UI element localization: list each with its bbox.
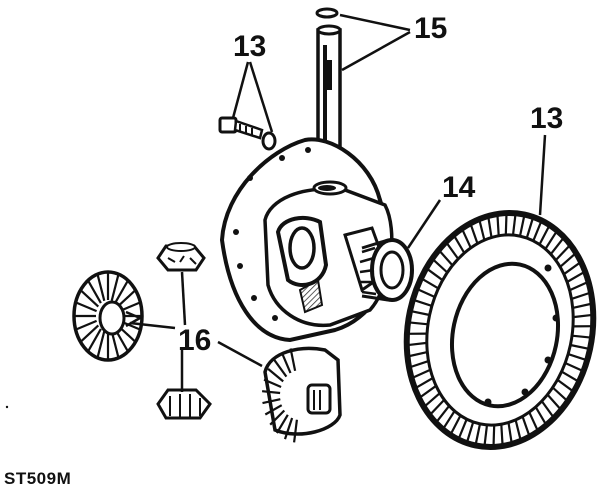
gear-tooth bbox=[443, 411, 455, 429]
callout-13-bolt: 13 bbox=[233, 30, 266, 63]
gear-tooth bbox=[573, 304, 593, 308]
crown-wheel bbox=[385, 195, 608, 464]
callout-15: 15 bbox=[414, 12, 447, 45]
gear-tooth bbox=[562, 372, 579, 382]
gear-tooth bbox=[432, 259, 447, 273]
gear-tooth bbox=[476, 424, 481, 446]
side-gear-right bbox=[262, 348, 340, 442]
callout-14: 14 bbox=[442, 171, 476, 204]
gear-tooth bbox=[454, 235, 465, 253]
gear-tooth bbox=[430, 400, 445, 416]
gear-tooth bbox=[412, 370, 431, 379]
differential-case bbox=[222, 139, 392, 340]
gear-tooth bbox=[565, 363, 583, 371]
gear-tooth bbox=[564, 262, 581, 274]
planet-gear-bottom bbox=[158, 390, 210, 418]
gear-tooth bbox=[553, 388, 568, 402]
gear-tooth bbox=[536, 407, 547, 425]
gear-tooth bbox=[513, 213, 516, 235]
gear-tooth bbox=[467, 422, 473, 443]
gear-tooth bbox=[572, 293, 591, 299]
callout-13-crown-wheel: 13 bbox=[530, 102, 563, 135]
gear-tooth bbox=[450, 416, 460, 435]
gear-tooth bbox=[479, 219, 484, 240]
gear-tooth bbox=[540, 225, 550, 244]
gear-tooth bbox=[421, 278, 438, 288]
gear-tooth bbox=[497, 214, 498, 236]
gear-tooth bbox=[407, 343, 427, 345]
gear-tooth bbox=[419, 386, 436, 398]
gear-tooth bbox=[572, 336, 592, 338]
gear-tooth bbox=[568, 354, 587, 360]
side-gear-left bbox=[74, 272, 142, 360]
gear-tooth bbox=[501, 424, 502, 446]
gear-tooth bbox=[439, 250, 453, 265]
gear-tooth bbox=[560, 253, 576, 267]
gear-tooth bbox=[488, 216, 491, 238]
planet-gear-top bbox=[158, 243, 204, 270]
gear-tooth bbox=[570, 282, 589, 291]
gear-tooth bbox=[506, 213, 507, 235]
gear-tooth bbox=[417, 289, 435, 297]
gear-tooth bbox=[484, 425, 487, 447]
gear-tooth bbox=[545, 231, 557, 249]
stray-dot bbox=[6, 406, 8, 408]
gear-tooth bbox=[542, 401, 554, 418]
gear-tooth bbox=[567, 272, 585, 282]
gear-tooth bbox=[470, 223, 477, 243]
gear-tooth bbox=[408, 322, 428, 324]
gear-tooth bbox=[424, 393, 440, 407]
gear-tooth bbox=[520, 215, 525, 237]
reference-code: ST509M bbox=[4, 469, 71, 488]
gear-tooth bbox=[413, 300, 432, 306]
gear-tooth bbox=[415, 378, 433, 388]
gear-tooth bbox=[573, 315, 593, 317]
gear-tooth bbox=[462, 229, 471, 248]
gear-tooth bbox=[529, 412, 538, 431]
gear-tooth bbox=[409, 361, 428, 367]
gear-tooth bbox=[527, 217, 533, 238]
gear-tooth bbox=[557, 380, 573, 392]
gear-tooth bbox=[458, 419, 466, 439]
gear-tooth bbox=[494, 425, 495, 447]
gear-tooth bbox=[426, 268, 442, 280]
callout-16: 16 bbox=[178, 324, 211, 357]
gear-tooth bbox=[408, 352, 428, 356]
gear-tooth bbox=[548, 395, 562, 410]
gear-tooth bbox=[516, 420, 521, 441]
gear-tooth bbox=[509, 423, 512, 445]
gear-tooth bbox=[551, 237, 564, 254]
gear-tooth bbox=[446, 242, 458, 259]
gear-tooth bbox=[533, 221, 541, 241]
gear-tooth bbox=[436, 406, 449, 423]
bolt-and-washer bbox=[220, 118, 275, 149]
gear-tooth bbox=[523, 416, 530, 436]
gear-tooth bbox=[570, 345, 590, 349]
gear-tooth bbox=[410, 311, 430, 315]
gear-tooth bbox=[556, 245, 571, 261]
